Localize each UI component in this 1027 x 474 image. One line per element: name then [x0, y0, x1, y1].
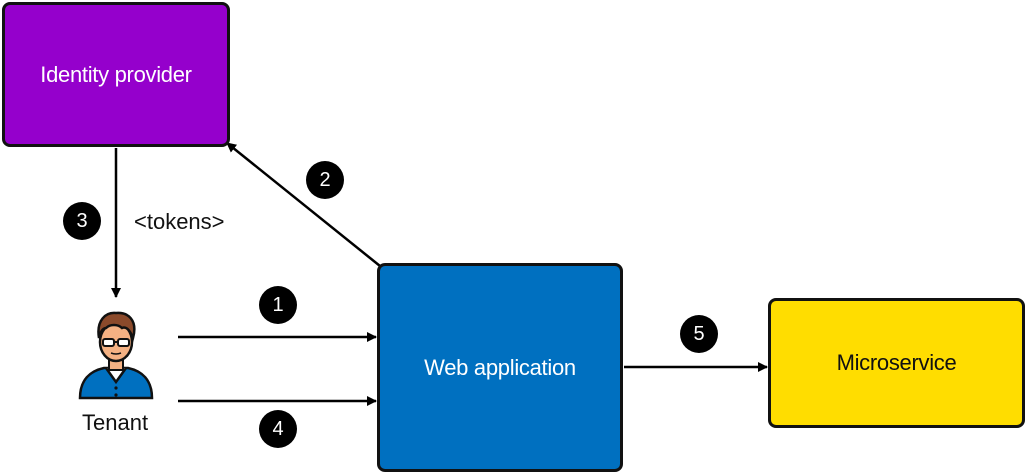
microservice-node: Microservice [768, 298, 1025, 428]
identity-provider-node: Identity provider [2, 2, 230, 147]
step-badge-1: 1 [259, 286, 297, 324]
arrow-webapp-to-idp [226, 142, 381, 267]
step-badge-3: 3 [63, 202, 101, 240]
person-icon [78, 311, 154, 400]
step-badge-4: 4 [259, 410, 297, 448]
microservice-label: Microservice [836, 350, 957, 375]
tenant-label: Tenant [82, 410, 149, 435]
tokens-edge-label: <tokens> [134, 209, 225, 234]
identity-provider-label: Identity provider [40, 61, 192, 87]
web-application-label: Web application [424, 354, 576, 380]
step-badge-5: 5 [680, 315, 718, 353]
step-badge-2: 2 [306, 161, 344, 199]
web-application-node: Web application [377, 263, 623, 472]
